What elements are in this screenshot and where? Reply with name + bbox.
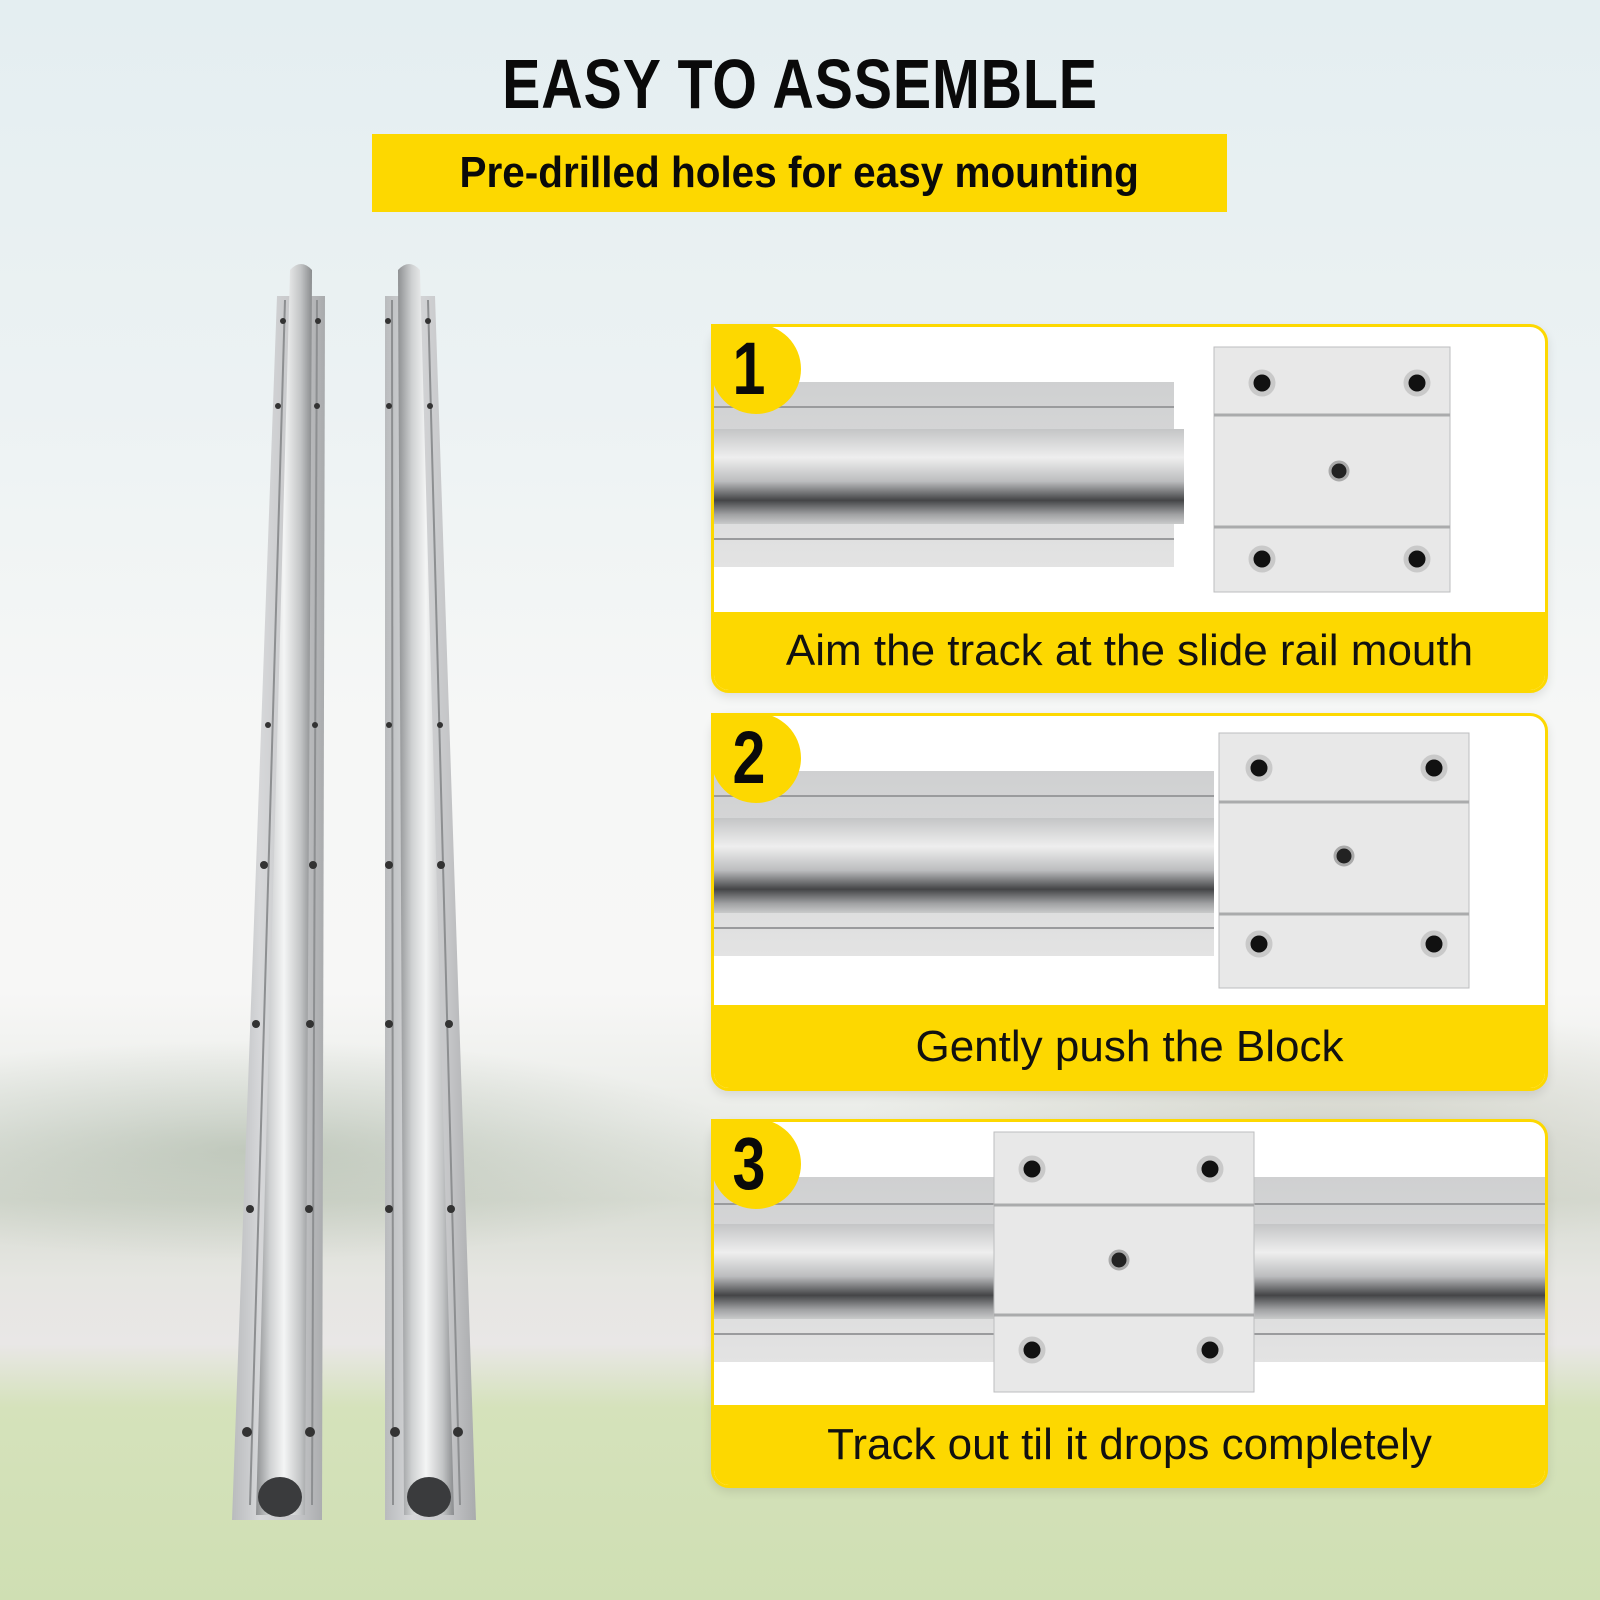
- rail-left: [232, 264, 325, 1520]
- subtitle-text: Pre-drilled holes for easy mounting: [459, 148, 1140, 197]
- step-number-badge: 1: [711, 324, 801, 414]
- step-caption: Track out til it drops completely: [714, 1405, 1545, 1485]
- step-card-2: Gently push the Block: [711, 713, 1548, 1091]
- rail-and-block-photo: [714, 1131, 1545, 1393]
- step-caption: Aim the track at the slide rail mouth: [714, 612, 1545, 690]
- step-card-3: Track out til it drops completely: [711, 1119, 1548, 1488]
- rail-and-block-photo: [714, 732, 1470, 989]
- step-number-badge: 2: [711, 713, 801, 803]
- subtitle-banner: Pre-drilled holes for easy mounting: [372, 134, 1227, 212]
- page-title: EASY TO ASSEMBLE: [502, 45, 1098, 123]
- step-number-badge: 3: [711, 1119, 801, 1209]
- rail-and-block-photo: [714, 346, 1451, 593]
- step-caption: Gently push the Block: [714, 1005, 1545, 1088]
- step-card-1: Aim the track at the slide rail mouth: [711, 324, 1548, 693]
- rail-right: [385, 264, 476, 1520]
- mounting-holes: [242, 318, 463, 1437]
